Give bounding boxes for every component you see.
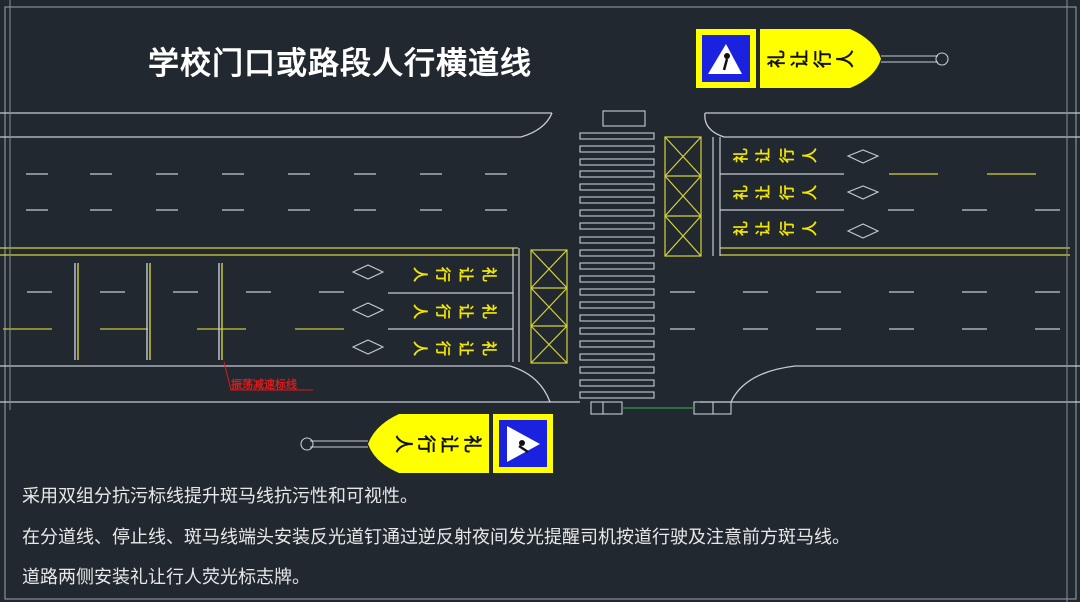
- svg-text:行: 行: [778, 185, 796, 201]
- svg-text:人: 人: [411, 304, 429, 320]
- center-double-yellow-line: [0, 247, 1070, 256]
- svg-text:行: 行: [415, 434, 437, 453]
- svg-text:人: 人: [411, 341, 429, 357]
- lower-road-edge: [0, 365, 1080, 403]
- svg-text:行: 行: [434, 340, 452, 356]
- svg-text:人: 人: [392, 435, 413, 454]
- svg-text:人: 人: [836, 49, 857, 68]
- right-upper-lane-dividers: [712, 137, 1060, 256]
- note-line-3: 道路两侧安装礼让行人荧光标志牌。: [22, 567, 310, 588]
- svg-text:礼: 礼: [732, 185, 750, 200]
- lower-left-diamonds: [351, 264, 385, 355]
- svg-text:礼: 礼: [480, 267, 498, 282]
- svg-text:人: 人: [801, 147, 819, 163]
- svg-text:行: 行: [434, 303, 452, 319]
- svg-text:礼: 礼: [766, 50, 788, 68]
- svg-text:行: 行: [778, 148, 796, 164]
- svg-text:行: 行: [778, 221, 796, 237]
- zebra-crossing: [579, 110, 655, 399]
- left-stop-grid: [530, 249, 568, 364]
- svg-text:让: 让: [754, 185, 772, 200]
- upper-road-edge: [0, 112, 1080, 138]
- note-line-2: 在分道线、停止线、斑马线端头安装反光道钉通过逆反射夜间发光提醒司机按道行驶及注意…: [22, 527, 850, 548]
- right-upper-diamonds: [846, 149, 880, 239]
- svg-text:礼: 礼: [480, 304, 498, 319]
- upper-left-lane-dashes: [26, 173, 507, 211]
- callout-leader: [223, 361, 313, 391]
- svg-text:让: 让: [457, 304, 475, 319]
- svg-text:礼: 礼: [732, 148, 750, 163]
- svg-text:行: 行: [434, 266, 452, 282]
- vibration-line-callout: 振荡减速标线: [231, 378, 297, 391]
- svg-text:让: 让: [790, 50, 811, 68]
- right-stop-grid: [664, 136, 702, 257]
- page-title: 学校门口或路段人行横道线: [148, 46, 532, 82]
- bottom-sign-text: 礼 让 行 人: [392, 434, 483, 454]
- svg-text:礼: 礼: [480, 341, 498, 356]
- svg-text:人: 人: [411, 267, 429, 283]
- svg-text:人: 人: [801, 184, 819, 200]
- right-lower-lane-dashes: [670, 291, 1060, 330]
- top-sign-text: 礼 让 行 人: [766, 49, 857, 69]
- svg-text:让: 让: [438, 435, 459, 453]
- vibration-speed-lines: [74, 263, 223, 360]
- svg-text:让: 让: [754, 148, 772, 163]
- svg-text:礼: 礼: [461, 435, 483, 453]
- svg-text:让: 让: [754, 221, 772, 236]
- bottom-yield-sign: [300, 414, 553, 473]
- note-line-1: 采用双组分抗污标线提升斑马线抗污性和可视性。: [22, 486, 418, 507]
- svg-text:行: 行: [812, 50, 834, 69]
- svg-text:让: 让: [457, 341, 475, 356]
- svg-text:让: 让: [457, 267, 475, 282]
- left-lane-text: 礼 让 行 人 礼 让 行 人 礼 让 行 人: [411, 266, 498, 357]
- drawing-frame: [4, 6, 1077, 600]
- top-yield-sign: [696, 29, 949, 88]
- pedestrian-crossing-icon: [708, 44, 742, 74]
- svg-text:人: 人: [801, 220, 819, 236]
- right-lane-text: 礼 让 行 人 礼 让 行 人 礼 让 行 人: [732, 147, 819, 237]
- lower-left-lane-dividers: [388, 248, 520, 362]
- svg-text:礼: 礼: [732, 221, 750, 236]
